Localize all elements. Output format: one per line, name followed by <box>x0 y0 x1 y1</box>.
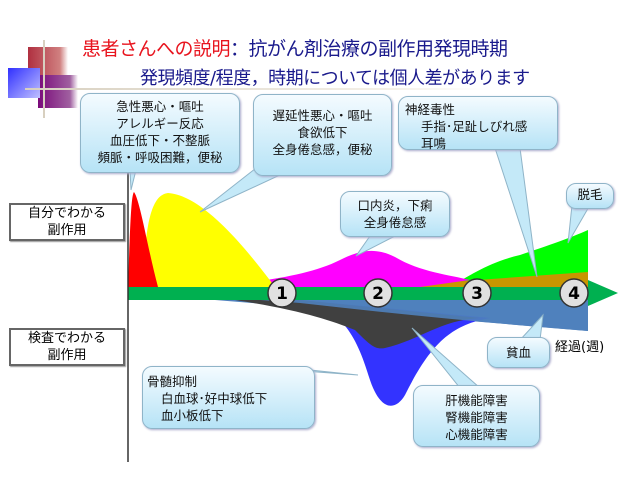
time-axis-arrowhead <box>588 280 618 306</box>
callout-organ-dysfunction: 肝機能障害腎機能障害心機能障害 <box>413 385 540 447</box>
week-markers: 1 2 3 4 <box>267 278 589 308</box>
callout-line: 腎機能障害 <box>445 410 508 425</box>
week-marker-1 <box>267 278 297 308</box>
week-marker-2 <box>363 278 393 308</box>
callout-line: 全身倦怠感，便秘 <box>272 142 373 157</box>
callout-line: 耳鳴 <box>421 136 447 151</box>
callout-line: 急性悪心・嘔吐 <box>116 99 204 114</box>
week-label-3: 3 <box>471 284 483 304</box>
decoration-line-h <box>25 88 485 90</box>
callout-line: 全身倦怠感 <box>363 215 427 230</box>
hair-loss-area <box>450 230 588 287</box>
side-label-line: 自分でわかる <box>27 206 106 221</box>
anemia-band <box>260 300 588 331</box>
callout-line: 肝機能障害 <box>445 393 508 408</box>
callout-line: 遅延性悪心・嘔吐 <box>272 108 373 123</box>
callout-line: 手指･足趾しびれ感 <box>421 119 528 134</box>
callout-hair-loss: 脱毛 <box>566 183 614 209</box>
callout-line: 食欲低下 <box>297 125 348 140</box>
subjective-side-effects-label: 自分でわかる副作用 <box>9 203 125 241</box>
week-label-4: 4 <box>568 284 580 304</box>
page-title: 患者さんへの説明：抗がん剤治療の副作用発現時期 <box>82 34 508 61</box>
callout-line: 心機能障害 <box>445 427 508 442</box>
callout-line: 神経毒性 <box>405 102 456 117</box>
decoration-square-blue <box>8 68 40 98</box>
delayed-nausea-area <box>143 193 275 287</box>
acute-reaction-area <box>128 192 158 287</box>
callout-stomatitis: 口内炎，下痢全身倦怠感 <box>340 191 450 237</box>
tail-acute <box>129 169 137 191</box>
callout-line: 口内炎，下痢 <box>357 198 433 213</box>
time-axis <box>128 287 588 300</box>
decoration-line-v <box>43 40 45 118</box>
callout-bone-marrow-suppression: 骨髄抑制白血球･好中球低下血小板低下 <box>142 366 315 429</box>
callout-tails <box>129 147 591 389</box>
callout-delayed: 遅延性悪心・嘔吐食欲低下全身倦怠感，便秘 <box>253 94 392 176</box>
callout-line: 白血球･好中球低下 <box>161 391 268 406</box>
callout-line: 血小板低下 <box>161 408 224 423</box>
title-highlight: 患者さんへの説明 <box>82 38 231 60</box>
week-marker-4 <box>559 278 589 308</box>
stomatitis-area <box>215 250 470 287</box>
x-axis-label: 経過(週) <box>555 340 604 355</box>
side-label-line: 副作用 <box>47 223 87 238</box>
callout-line: 頻脈・呼吸困難，便秘 <box>97 150 223 165</box>
lab-side-effects-label: 検査でわかる副作用 <box>9 328 125 366</box>
side-label-line: 副作用 <box>47 348 87 363</box>
week-label-1: 1 <box>276 284 288 304</box>
callout-line: 骨髄抑制 <box>147 374 198 389</box>
title-rest: ：抗がん剤治療の副作用発現時期 <box>230 38 508 60</box>
week-marker-3 <box>462 278 492 308</box>
callout-neurotoxicity: 神経毒性手指･足趾しびれ感耳鳴 <box>398 96 558 151</box>
page-subtitle: 発現頻度/程度，時期については個人差があります <box>140 68 530 89</box>
side-label-line: 検査でわかる <box>27 331 106 346</box>
callout-acute: 急性悪心・嘔吐アレルギー反応血圧低下・不整脈頻脈・呼吸困難，便秘 <box>80 93 240 173</box>
callout-line: 血圧低下・不整脈 <box>109 133 210 148</box>
callout-anemia: 貧血 <box>487 337 550 368</box>
week-label-2: 2 <box>372 284 384 304</box>
callout-line: アレルギー反応 <box>116 116 204 131</box>
